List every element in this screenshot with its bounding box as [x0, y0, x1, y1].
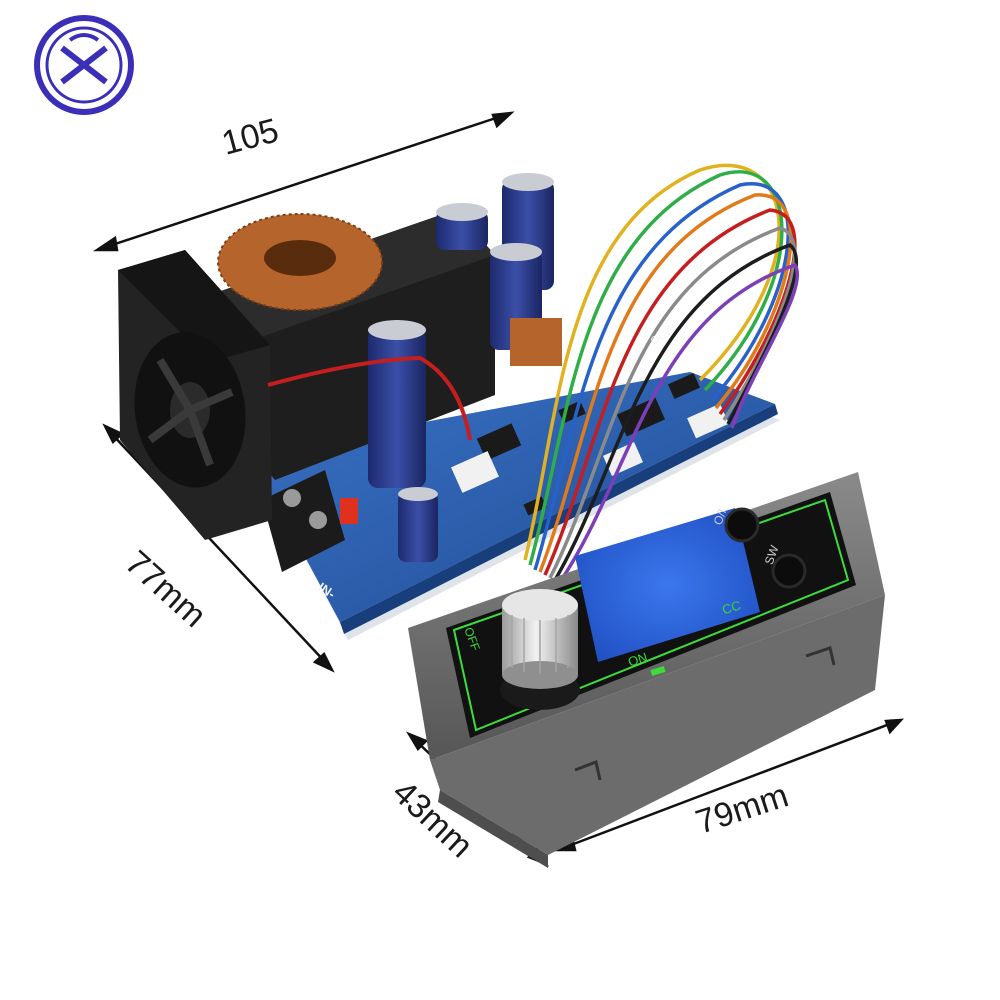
- ribbon-cable: [523, 163, 799, 583]
- rotary-knob[interactable]: [500, 589, 580, 710]
- copper-bar: [510, 318, 562, 366]
- oi-button[interactable]: [724, 507, 760, 543]
- capacitor: [436, 203, 488, 250]
- toroid-coil: [217, 213, 383, 311]
- capacitor: [368, 320, 426, 488]
- terminal-block: [262, 470, 358, 572]
- dimension-arrow-top: [92, 111, 515, 252]
- fan-wire: [267, 355, 472, 441]
- cooling-fan-icon: [118, 250, 272, 540]
- capacitor: [398, 487, 438, 562]
- logo-emblem: [34, 15, 134, 115]
- sw-button[interactable]: [771, 553, 807, 589]
